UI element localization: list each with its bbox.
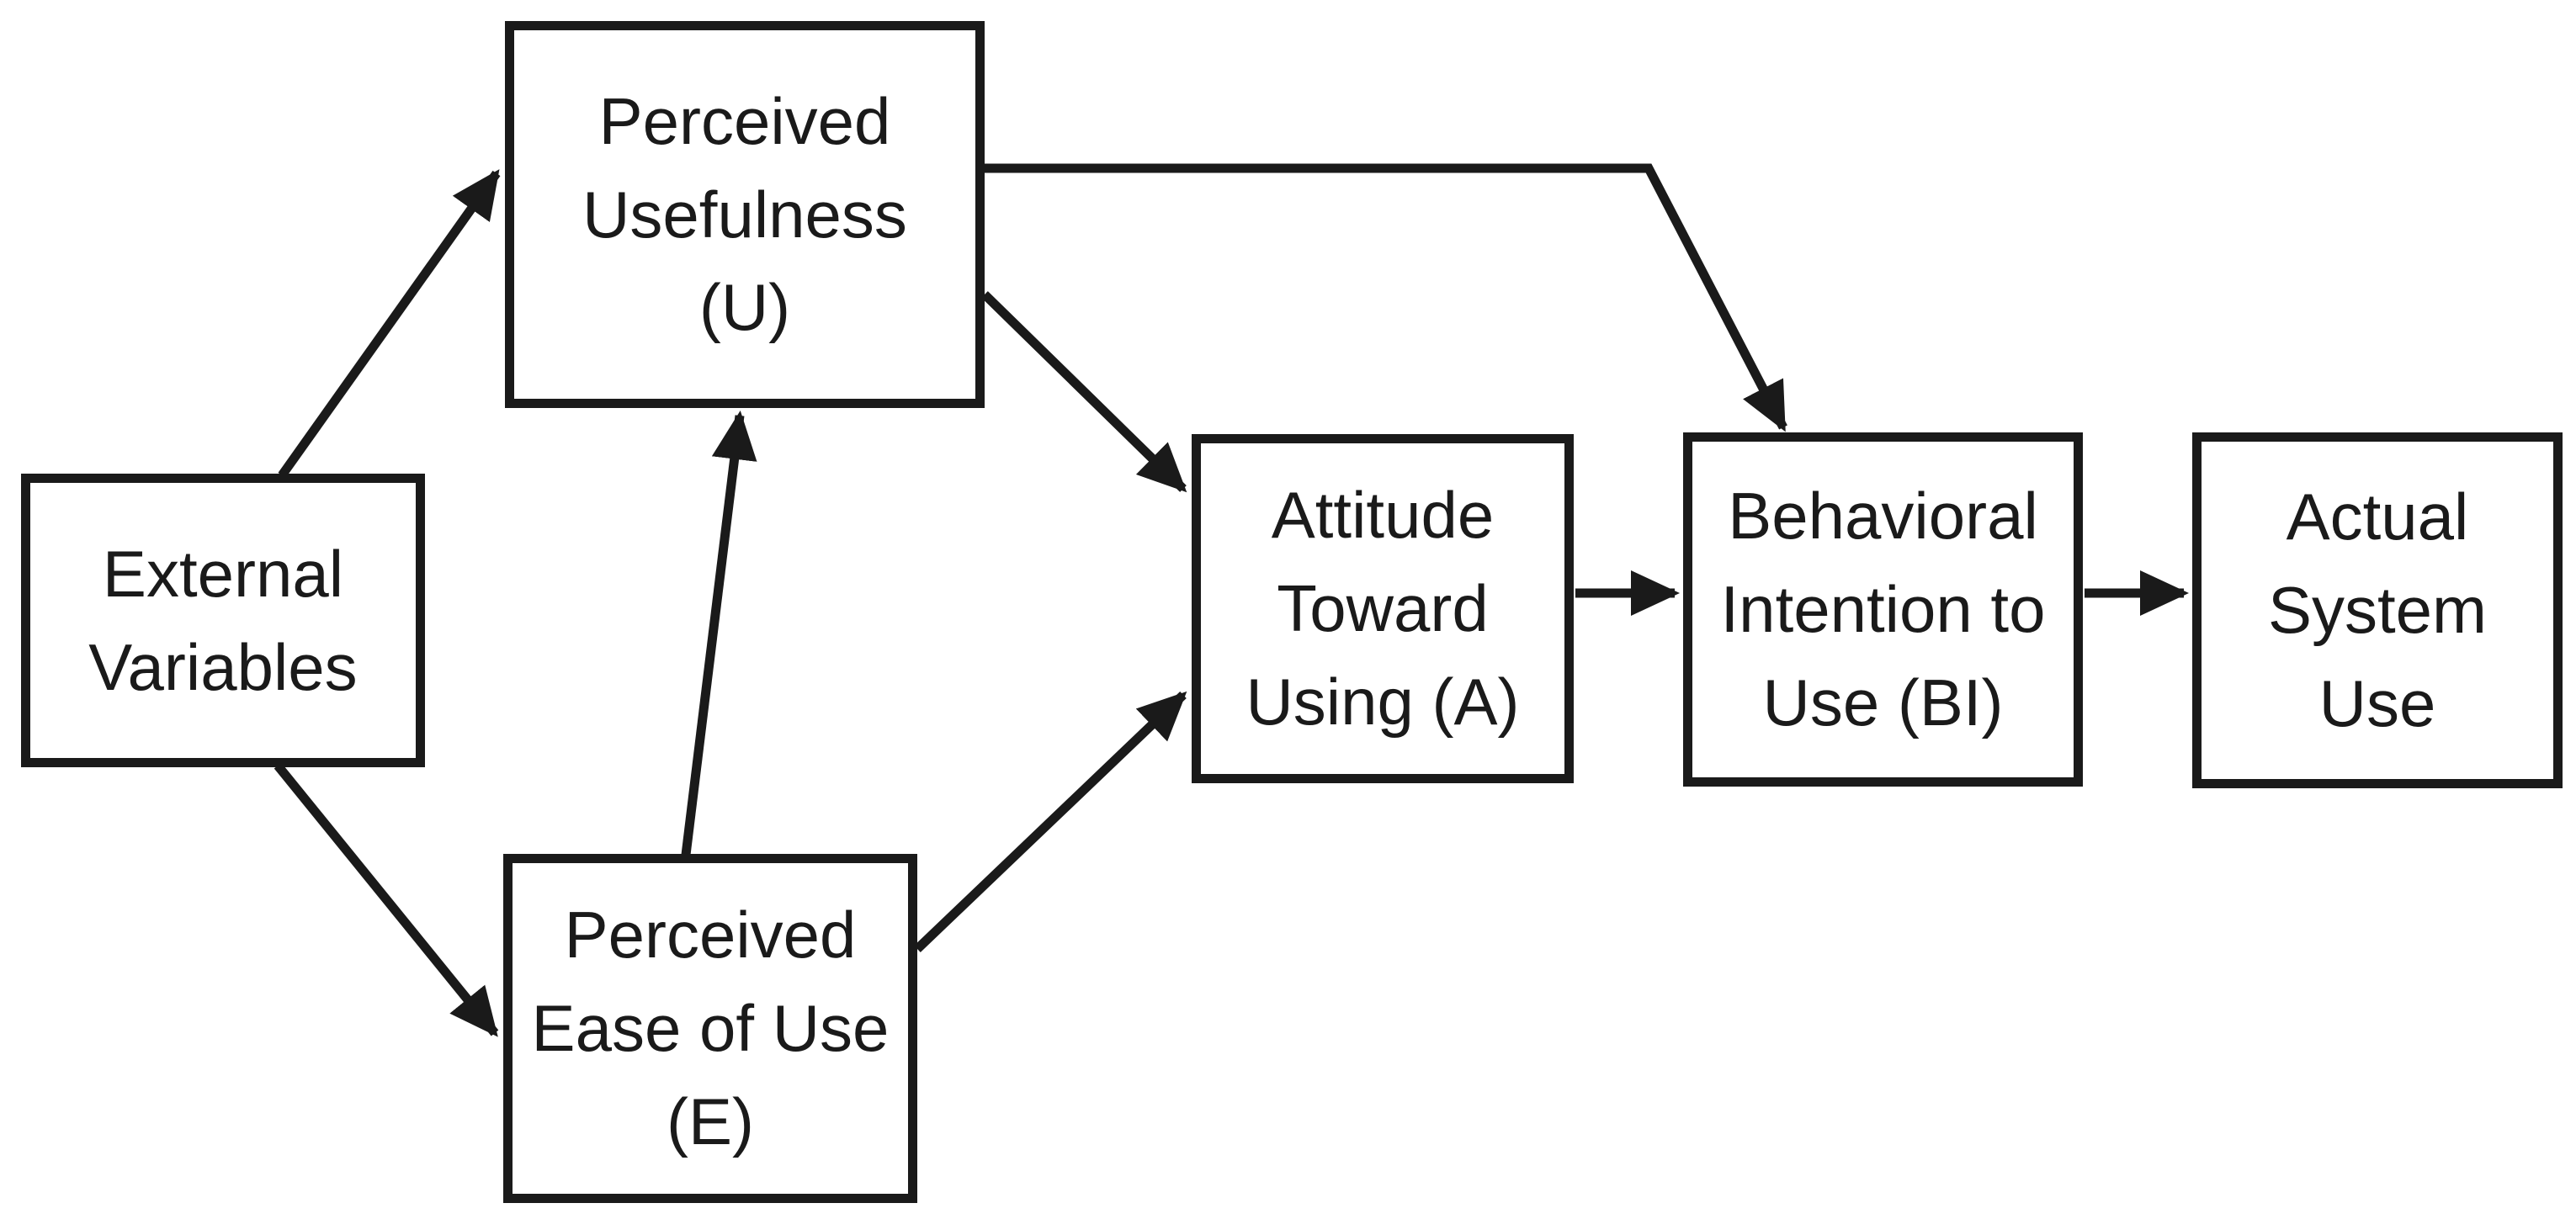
node-label-attitude-toward-using: Attitude Toward Using (A) (1246, 478, 1520, 739)
arrow-external-variables-to-perceived-ease-of-use (274, 762, 499, 1037)
arrow-external-variables-to-perceived-usefulness (278, 169, 501, 479)
node-behavioral-intention-to-use: Behavioral Intention to Use (BI) (1683, 432, 2083, 787)
node-label-perceived-ease-of-use: Perceived Ease of Use (E) (531, 898, 890, 1158)
arrow-perceived-usefulness-to-attitude-toward-using (981, 291, 1187, 493)
node-label-external-variables: External Variables (88, 536, 358, 704)
node-perceived-ease-of-use: Perceived Ease of Use (E) (503, 854, 917, 1203)
node-attitude-toward-using: Attitude Toward Using (A) (1192, 434, 1574, 783)
arrow-perceived-usefulness-to-behavioral-intention-to-use (985, 163, 1787, 432)
arrow-perceived-ease-of-use-to-attitude-toward-using (914, 691, 1187, 952)
node-perceived-usefulness: Perceived Usefulness (U) (505, 21, 985, 408)
arrow-perceived-ease-of-use-to-perceived-usefulness (681, 411, 757, 856)
node-label-actual-system-use: Actual System Use (2267, 480, 2488, 740)
node-label-perceived-usefulness: Perceived Usefulness (U) (582, 83, 907, 345)
node-label-behavioral-intention-to-use: Behavioral Intention to Use (BI) (1720, 479, 2046, 739)
node-external-variables: External Variables (21, 474, 425, 767)
node-actual-system-use: Actual System Use (2192, 432, 2563, 788)
